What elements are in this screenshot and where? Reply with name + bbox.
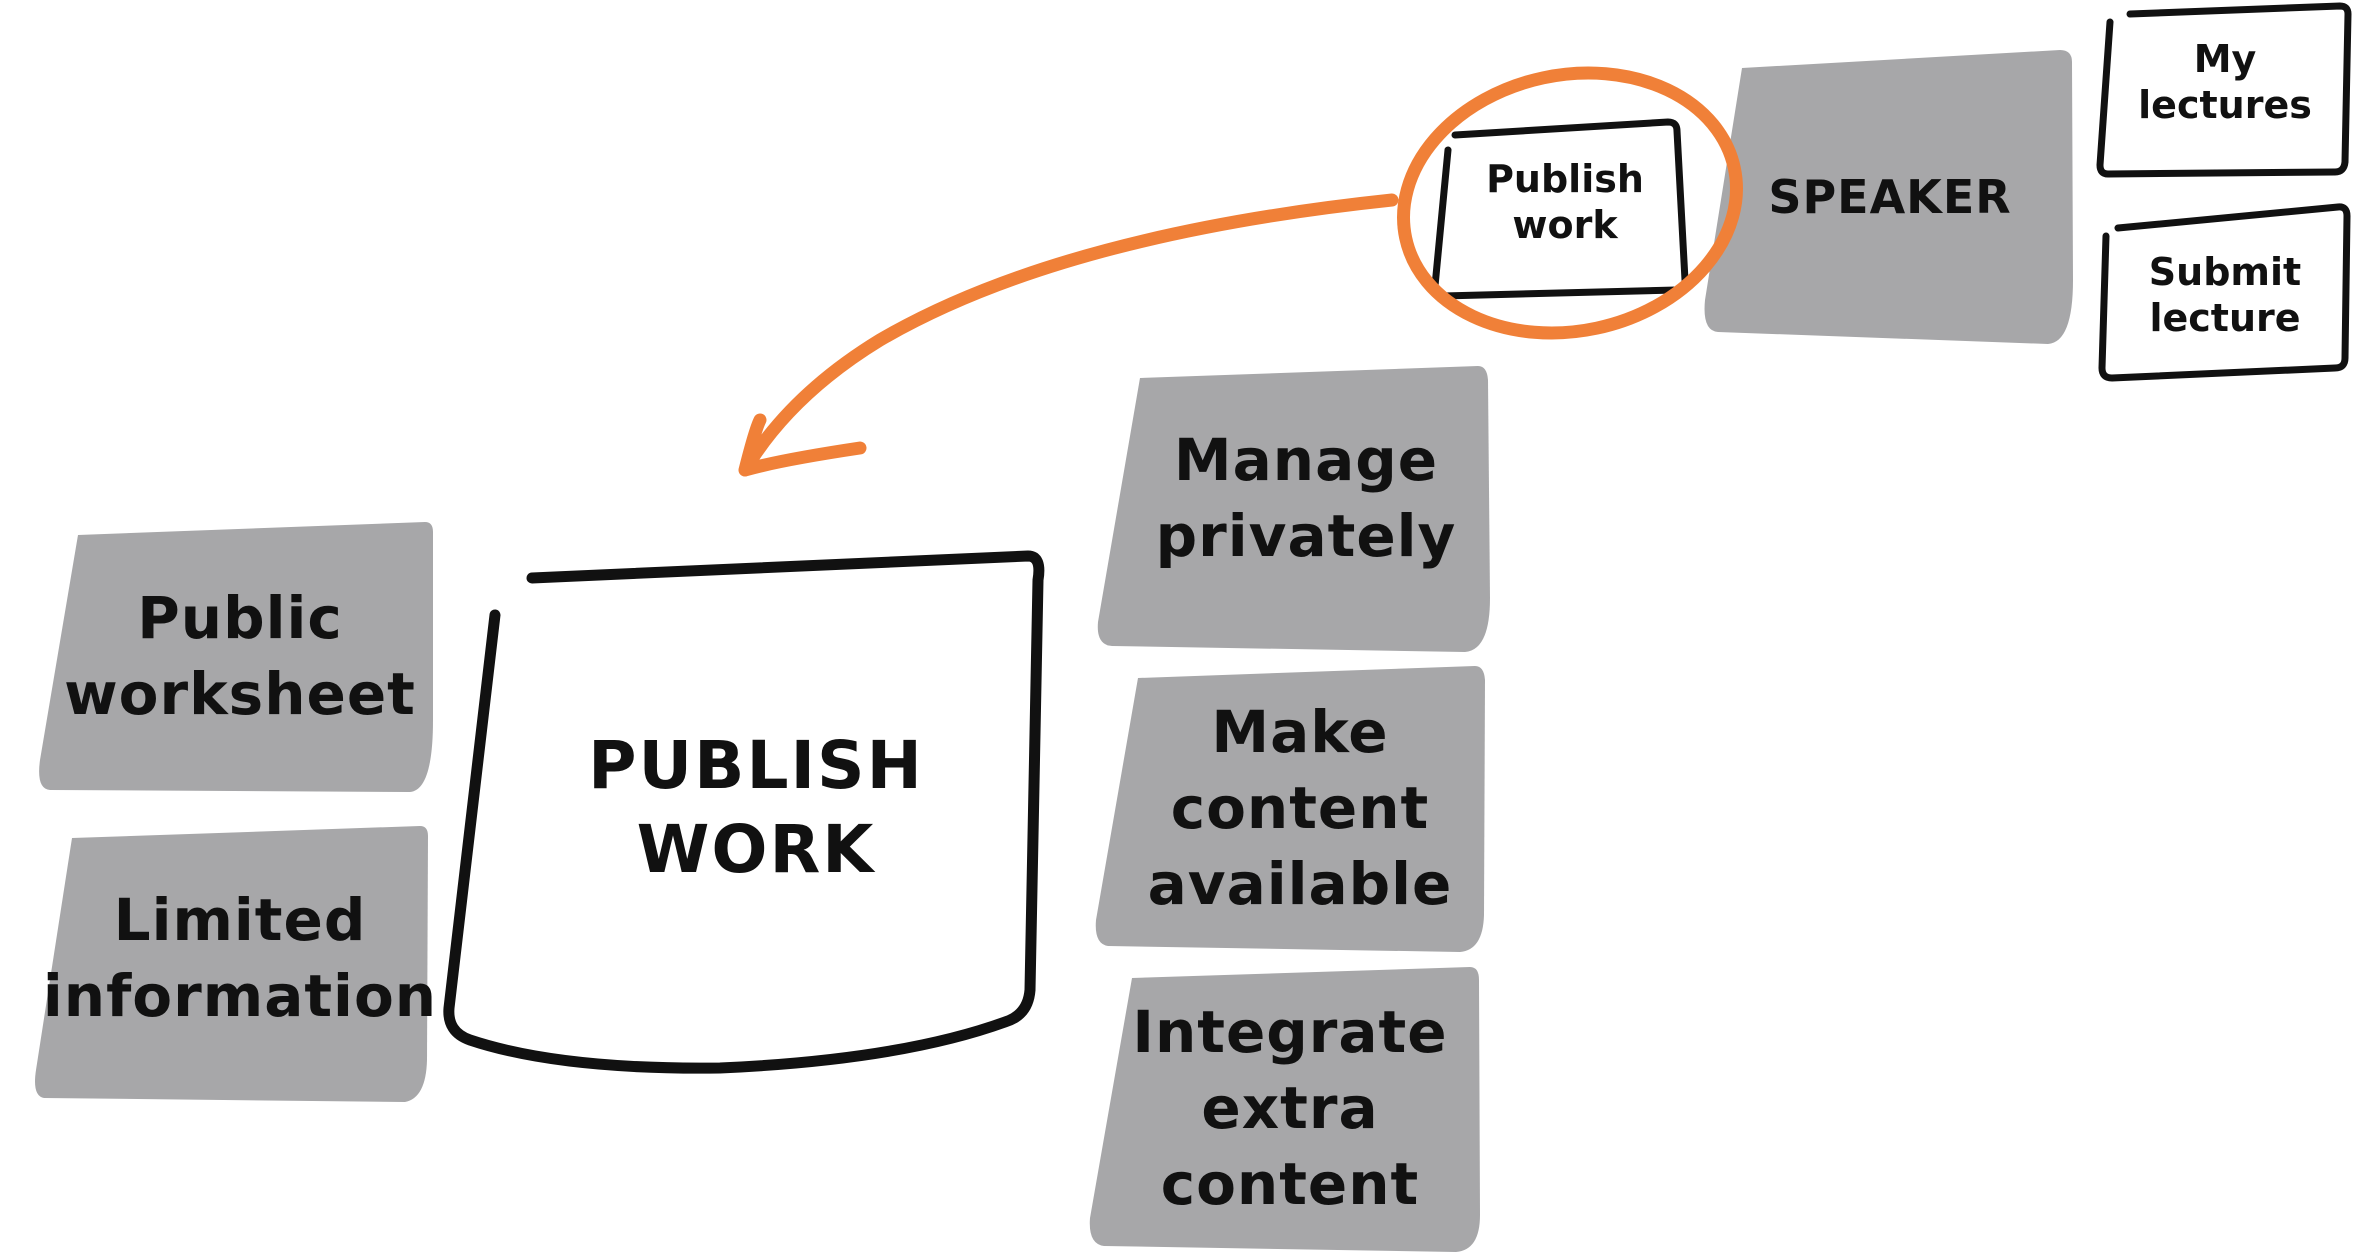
center-box <box>443 550 1045 1074</box>
label-line: privately <box>1156 502 1457 570</box>
label-line: Integrate <box>1132 998 1447 1066</box>
label-line: Public <box>137 584 342 652</box>
highlight-arrow <box>738 193 1399 477</box>
note-manage-privately <box>1097 366 1490 652</box>
label-line: Make <box>1211 698 1388 766</box>
label-line: Submit <box>2149 250 2301 294</box>
note-integrate-extra-content <box>1089 967 1480 1252</box>
label-integrate-extra-content: Integrate extra content <box>1132 998 1447 1218</box>
label-line: extra <box>1201 1074 1378 1142</box>
label-line: lectures <box>2138 83 2312 127</box>
label-line: information <box>43 962 437 1030</box>
label-line: content <box>1171 774 1430 842</box>
label-line: content <box>1161 1150 1420 1218</box>
label-line: My <box>2194 37 2257 81</box>
label-line: lecture <box>2149 296 2300 340</box>
label-line: WORK <box>637 811 877 888</box>
label-line: Publish <box>1486 157 1644 201</box>
label-public-worksheet: Public worksheet <box>64 584 416 728</box>
label-line: available <box>1148 850 1453 918</box>
card-submit-lecture <box>2098 203 2351 382</box>
label-line: SPEAKER <box>1768 170 2011 224</box>
note-speaker <box>1704 50 2073 344</box>
highlight-circle <box>1397 66 1743 340</box>
label-line: PUBLISH <box>588 727 924 804</box>
note-make-content-available <box>1095 666 1485 952</box>
label-line: worksheet <box>64 660 416 728</box>
label-speaker: SPEAKER <box>1768 170 2011 224</box>
label-line: work <box>1512 203 1618 247</box>
label-line: Manage <box>1174 426 1438 494</box>
label-limited-information: Limited information <box>43 886 437 1030</box>
note-limited-information <box>35 826 428 1102</box>
label-manage-privately: Manage privately <box>1156 426 1457 570</box>
label-line: Limited <box>114 886 367 954</box>
note-public-worksheet <box>39 522 433 792</box>
label-make-content-available: Make content available <box>1148 698 1453 918</box>
card-my-lectures <box>2096 2 2352 178</box>
